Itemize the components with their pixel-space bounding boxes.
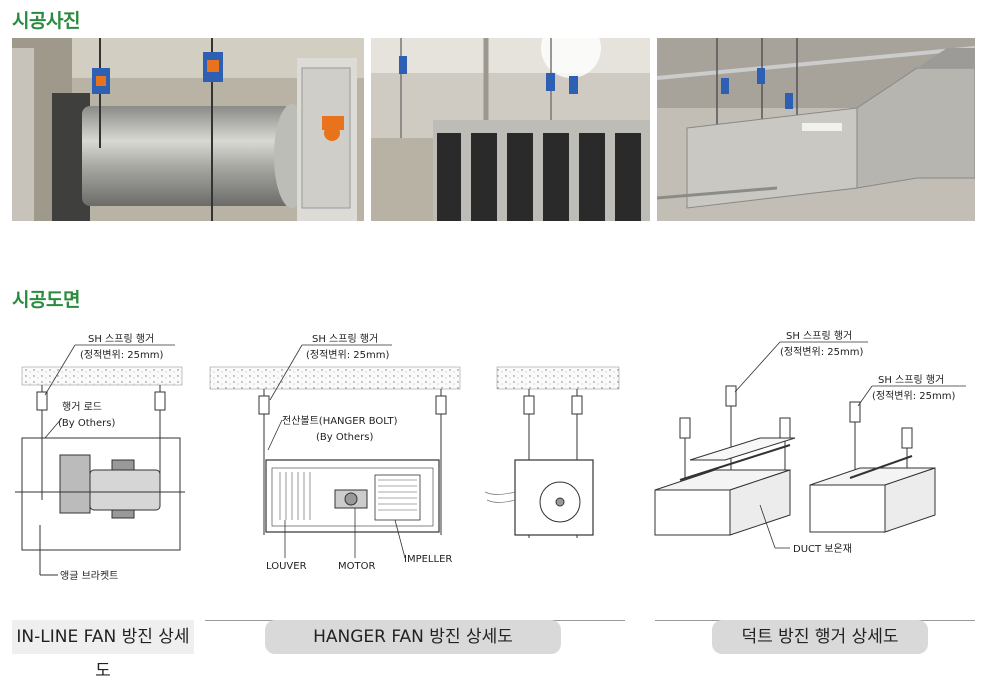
spring-hanger-icon xyxy=(679,417,691,439)
section-title-drawings: 시공도면 xyxy=(12,289,80,311)
label-louver: LOUVER xyxy=(266,561,307,572)
spring-hanger-icon xyxy=(901,427,913,449)
section-title-photos: 시공사진 xyxy=(12,10,80,32)
photo-hanger-fan xyxy=(371,38,650,221)
label-spring-hanger-range: (정적변위: 25mm) xyxy=(780,345,863,358)
spring-hanger-icon xyxy=(36,391,48,411)
label-spring-hanger: SH 스프링 행거 xyxy=(88,333,154,345)
spring-hanger-icon xyxy=(435,395,447,415)
label-spring-hanger-range: (정적변위: 25mm) xyxy=(80,348,163,361)
spring-hanger-icon xyxy=(523,395,535,415)
photo-duct-hanger xyxy=(657,38,975,221)
spring-hanger-icon xyxy=(779,417,791,439)
spring-hanger-icon xyxy=(154,391,166,411)
caption-hanger-fan: HANGER FAN 방진 상세도 xyxy=(265,620,561,654)
label-duct-insulation: DUCT 보온재 xyxy=(793,543,852,555)
caption-duct-hanger: 덕트 방진 행거 상세도 xyxy=(712,620,928,654)
label-motor: MOTOR xyxy=(338,561,375,572)
drawing-hanger-fan: SH 스프링 행거 (정적변위: 25mm) 전산볼트(HANGER BOLT)… xyxy=(209,333,620,572)
label-spring-hanger-range: (정적변위: 25mm) xyxy=(306,348,389,361)
spring-hanger-icon xyxy=(258,395,270,415)
label-spring-hanger-range: (정적변위: 25mm) xyxy=(872,389,955,402)
label-by-others: (By Others) xyxy=(316,432,373,443)
label-spring-hanger: SH 스프링 행거 xyxy=(312,333,378,345)
spring-hanger-icon xyxy=(725,385,737,407)
label-hanger-rod: 행거 로드 xyxy=(62,401,102,413)
label-spring-hanger: SH 스프링 행거 xyxy=(786,330,852,342)
label-angle-bracket: 앵글 브라켓트 xyxy=(60,570,118,582)
photo-inline-fan xyxy=(12,38,364,221)
spring-hanger-icon xyxy=(571,395,583,415)
label-hanger-bolt: 전산볼트(HANGER BOLT) xyxy=(282,415,398,427)
caption-inline-fan: IN-LINE FAN 방진 상세도 xyxy=(12,620,194,681)
installation-drawings: SH 스프링 행거 (정적변위: 25mm) 행거 로드 (By Others)… xyxy=(15,330,966,582)
label-by-others: (By Others) xyxy=(58,418,115,429)
label-impeller: IMPELLER xyxy=(404,554,452,565)
drawing-inline-fan: SH 스프링 행거 (정적변위: 25mm) 행거 로드 (By Others)… xyxy=(15,333,185,582)
drawing-duct-hanger: SH 스프링 행거 (정적변위: 25mm) SH 스프링 행거 (정적변위: … xyxy=(654,330,966,555)
label-spring-hanger: SH 스프링 행거 xyxy=(878,374,944,386)
